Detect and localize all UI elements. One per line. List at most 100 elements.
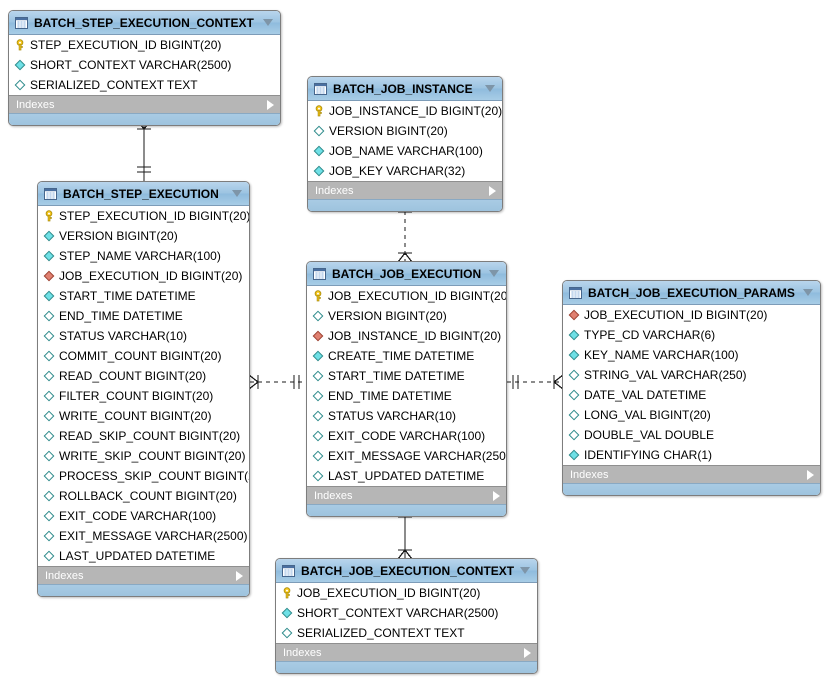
column-row[interactable]: EXIT_CODE VARCHAR(100): [307, 426, 506, 446]
column-label: TYPE_CD VARCHAR(6): [584, 327, 716, 342]
column-label: JOB_EXECUTION_ID BIGINT(20): [59, 268, 243, 283]
table-batch_job_execution[interactable]: BATCH_JOB_EXECUTION JOB_EXECUTION_ID BIGI…: [306, 261, 507, 517]
hollow-diamond-icon: [43, 330, 59, 342]
column-row[interactable]: START_TIME DATETIME: [38, 286, 249, 306]
column-row[interactable]: VERSION BIGINT(20): [307, 306, 506, 326]
column-row[interactable]: END_TIME DATETIME: [307, 386, 506, 406]
table-title: BATCH_STEP_EXECUTION: [63, 186, 219, 201]
column-row[interactable]: END_TIME DATETIME: [38, 306, 249, 326]
table-header-batch_job_execution[interactable]: BATCH_JOB_EXECUTION: [307, 262, 506, 286]
column-label: STEP_EXECUTION_ID BIGINT(20): [59, 208, 250, 223]
indexes-row[interactable]: Indexes: [9, 95, 280, 113]
column-row[interactable]: STEP_EXECUTION_ID BIGINT(20): [38, 206, 249, 226]
chevron-down-icon[interactable]: [803, 289, 813, 296]
column-row[interactable]: CREATE_TIME DATETIME: [307, 346, 506, 366]
column-label: END_TIME DATETIME: [328, 388, 452, 403]
expand-arrow-icon[interactable]: [807, 469, 814, 480]
column-row[interactable]: DATE_VAL DATETIME: [563, 385, 820, 405]
column-row[interactable]: WRITE_COUNT BIGINT(20): [38, 406, 249, 426]
column-row[interactable]: IDENTIFYING CHAR(1): [563, 445, 820, 465]
column-row[interactable]: JOB_INSTANCE_ID BIGINT(20): [307, 326, 506, 346]
column-row[interactable]: JOB_EXECUTION_ID BIGINT(20): [38, 266, 249, 286]
column-row[interactable]: TYPE_CD VARCHAR(6): [563, 325, 820, 345]
column-row[interactable]: STEP_NAME VARCHAR(100): [38, 246, 249, 266]
indexes-row[interactable]: Indexes: [563, 465, 820, 483]
expand-arrow-icon[interactable]: [236, 570, 243, 581]
column-row[interactable]: STATUS VARCHAR(10): [307, 406, 506, 426]
column-row[interactable]: LONG_VAL BIGINT(20): [563, 405, 820, 425]
column-label: WRITE_SKIP_COUNT BIGINT(20): [59, 448, 246, 463]
column-row[interactable]: VERSION BIGINT(20): [308, 121, 502, 141]
column-row[interactable]: JOB_EXECUTION_ID BIGINT(20): [563, 305, 820, 325]
column-label: READ_SKIP_COUNT BIGINT(20): [59, 428, 241, 443]
filled-diamond-icon: [568, 329, 584, 341]
column-row[interactable]: EXIT_MESSAGE VARCHAR(2500): [307, 446, 506, 466]
key-icon: [312, 290, 328, 302]
key-icon: [14, 39, 30, 51]
column-row[interactable]: JOB_INSTANCE_ID BIGINT(20): [308, 101, 502, 121]
column-row[interactable]: COMMIT_COUNT BIGINT(20): [38, 346, 249, 366]
expand-arrow-icon[interactable]: [493, 490, 500, 501]
column-row[interactable]: DOUBLE_VAL DOUBLE: [563, 425, 820, 445]
column-row[interactable]: FILTER_COUNT BIGINT(20): [38, 386, 249, 406]
column-row[interactable]: STRING_VAL VARCHAR(250): [563, 365, 820, 385]
column-label: STEP_NAME VARCHAR(100): [59, 248, 221, 263]
column-label: JOB_EXECUTION_ID BIGINT(20): [328, 288, 507, 303]
table-header-batch_step_execution[interactable]: BATCH_STEP_EXECUTION: [38, 182, 249, 206]
indexes-row[interactable]: Indexes: [307, 486, 506, 504]
table-header-batch_job_execution_params[interactable]: BATCH_JOB_EXECUTION_PARAMS: [563, 281, 820, 305]
expand-arrow-icon[interactable]: [267, 99, 274, 110]
column-row[interactable]: LAST_UPDATED DATETIME: [307, 466, 506, 486]
filled-diamond-icon: [43, 250, 59, 262]
indexes-row[interactable]: Indexes: [308, 181, 502, 199]
chevron-down-icon[interactable]: [520, 567, 531, 574]
column-row[interactable]: READ_COUNT BIGINT(20): [38, 366, 249, 386]
indexes-row[interactable]: Indexes: [38, 566, 249, 584]
table-header-batch_job_execution_context[interactable]: BATCH_JOB_EXECUTION_CONTEXT: [276, 559, 537, 583]
table-header-batch_job_instance[interactable]: BATCH_JOB_INSTANCE: [308, 77, 502, 101]
column-row[interactable]: STATUS VARCHAR(10): [38, 326, 249, 346]
table-batch_step_execution[interactable]: BATCH_STEP_EXECUTION STEP_EXECUTION_ID BI…: [37, 181, 250, 597]
column-row[interactable]: WRITE_SKIP_COUNT BIGINT(20): [38, 446, 249, 466]
expand-arrow-icon[interactable]: [489, 185, 496, 196]
column-row[interactable]: PROCESS_SKIP_COUNT BIGINT(20): [38, 466, 249, 486]
column-row[interactable]: SERIALIZED_CONTEXT TEXT: [9, 75, 280, 95]
chevron-down-icon[interactable]: [263, 19, 273, 26]
column-row[interactable]: ROLLBACK_COUNT BIGINT(20): [38, 486, 249, 506]
chevron-down-icon[interactable]: [489, 270, 499, 277]
column-row[interactable]: STEP_EXECUTION_ID BIGINT(20): [9, 35, 280, 55]
hollow-diamond-icon: [14, 79, 30, 91]
expand-arrow-icon[interactable]: [524, 647, 531, 658]
column-row[interactable]: JOB_EXECUTION_ID BIGINT(20): [307, 286, 506, 306]
chevron-down-icon[interactable]: [232, 190, 242, 197]
table-icon: [15, 16, 34, 29]
hollow-diamond-icon: [568, 409, 584, 421]
hollow-diamond-icon: [312, 450, 328, 462]
column-row[interactable]: SHORT_CONTEXT VARCHAR(2500): [276, 603, 537, 623]
column-row[interactable]: START_TIME DATETIME: [307, 366, 506, 386]
column-row[interactable]: EXIT_MESSAGE VARCHAR(2500): [38, 526, 249, 546]
column-row[interactable]: JOB_KEY VARCHAR(32): [308, 161, 502, 181]
column-label: WRITE_COUNT BIGINT(20): [59, 408, 212, 423]
column-row[interactable]: SERIALIZED_CONTEXT TEXT: [276, 623, 537, 643]
table-icon: [569, 286, 588, 299]
column-row[interactable]: JOB_EXECUTION_ID BIGINT(20): [276, 583, 537, 603]
indexes-row[interactable]: Indexes: [276, 643, 537, 661]
column-row[interactable]: EXIT_CODE VARCHAR(100): [38, 506, 249, 526]
column-row[interactable]: KEY_NAME VARCHAR(100): [563, 345, 820, 365]
column-row[interactable]: JOB_NAME VARCHAR(100): [308, 141, 502, 161]
hollow-diamond-icon: [312, 370, 328, 382]
column-row[interactable]: LAST_UPDATED DATETIME: [38, 546, 249, 566]
table-header-batch_step_execution_context[interactable]: BATCH_STEP_EXECUTION_CONTEXT: [9, 11, 280, 35]
column-row[interactable]: READ_SKIP_COUNT BIGINT(20): [38, 426, 249, 446]
hollow-diamond-icon: [43, 350, 59, 362]
column-row[interactable]: SHORT_CONTEXT VARCHAR(2500): [9, 55, 280, 75]
column-row[interactable]: VERSION BIGINT(20): [38, 226, 249, 246]
hollow-diamond-icon: [43, 550, 59, 562]
chevron-down-icon[interactable]: [485, 85, 495, 92]
column-label: KEY_NAME VARCHAR(100): [584, 347, 739, 362]
